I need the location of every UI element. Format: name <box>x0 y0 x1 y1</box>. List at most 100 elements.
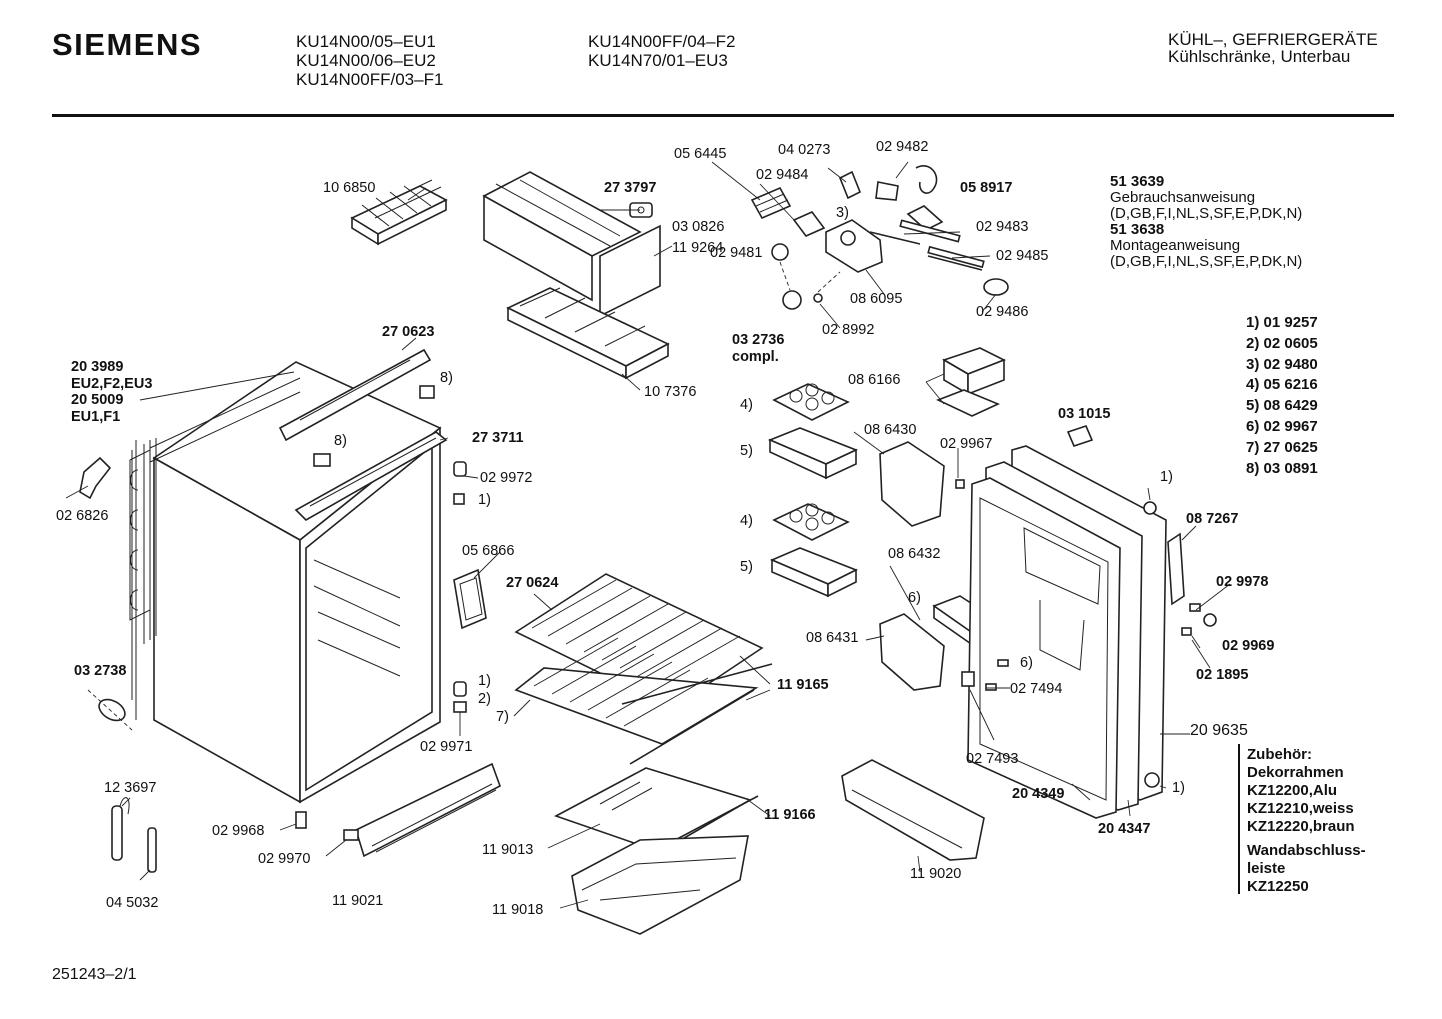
model-number: KU14N00/05–EU1 <box>296 32 436 51</box>
part-label: 08 6430 <box>864 422 917 438</box>
accessory-item: leiste <box>1247 860 1286 877</box>
model-list-2: KU14N00FF/04–F2 KU14N70/01–EU3 <box>588 32 735 70</box>
legend-item: 1) 01 9257 <box>1246 314 1318 331</box>
accessories-title: Zubehör: <box>1247 746 1312 763</box>
legend-item: 2) 02 0605 <box>1246 334 1318 352</box>
part-label: 20 4347 <box>1098 821 1151 837</box>
part-label: 20 5009 <box>71 392 124 409</box>
label-tag <box>1066 425 1094 447</box>
door-small-parts <box>955 479 1217 788</box>
ice-cube-tray <box>350 179 448 246</box>
part-label: 02 9969 <box>1222 638 1275 654</box>
hinge-rail <box>294 431 448 521</box>
legend-item: 3) 02 9480 <box>1246 355 1318 373</box>
doc-languages: (D,GB,F,I,NL,S,SF,E,P,DK,N) <box>1110 205 1303 222</box>
shelf-trim-lower <box>629 689 755 765</box>
part-label: 20 4349 <box>1012 786 1065 802</box>
part-label: 27 3797 <box>604 180 657 196</box>
egg-tray-upper <box>772 383 850 421</box>
side-bracket <box>79 456 112 500</box>
footnote-ref: 5) <box>740 559 753 575</box>
part-label: 08 6095 <box>850 291 903 307</box>
footnote-ref: 1) <box>478 492 491 508</box>
header-rule <box>52 114 1394 117</box>
light-cover <box>453 568 487 630</box>
part-label: 04 5032 <box>106 895 159 911</box>
part-label: 05 6866 <box>462 543 515 559</box>
door-shelf-mid <box>879 613 945 691</box>
butter-lid <box>935 347 1006 417</box>
accessory-item: KZ12220,braun <box>1247 818 1355 835</box>
accessory-item: KZ12250 <box>1247 878 1309 895</box>
brand-logo: SIEMENS <box>52 27 203 62</box>
part-label: 02 9967 <box>940 436 993 452</box>
legend-item: 8) 03 0891 <box>1246 459 1318 477</box>
part-label: 11 9018 <box>492 902 544 918</box>
part-label: compl. <box>732 349 779 365</box>
part-label: 02 9483 <box>976 219 1029 235</box>
footnote-ref: 7) <box>496 709 509 725</box>
part-label: 20 3989 <box>71 359 124 375</box>
footnote-ref: 4) <box>740 397 753 413</box>
model-number: KU14N70/01–EU3 <box>588 51 728 70</box>
part-label: 03 0826 <box>672 219 725 235</box>
part-label: 02 9968 <box>212 823 265 839</box>
footnote-ref: 2) <box>478 691 491 707</box>
part-label: 02 9485 <box>996 248 1049 264</box>
category-block: KÜHL–, GEFRIERGERÄTE Kühlschränke, Unter… <box>1168 30 1378 66</box>
part-label: 03 2738 <box>74 663 127 679</box>
accessory-item: KZ12200,Alu <box>1247 782 1338 799</box>
part-label: 02 9481 <box>710 245 763 261</box>
cabinet-body <box>129 361 442 804</box>
footnote-ref: 6) <box>1020 655 1033 671</box>
footnote-ref: 8) <box>334 433 347 449</box>
part-label: 02 6826 <box>56 508 109 524</box>
footnote-ref: 1) <box>478 673 491 689</box>
part-label: 11 9264 <box>672 240 724 256</box>
legend-item: 7) 27 0625 <box>1246 438 1318 456</box>
part-label: 02 7493 <box>966 751 1019 767</box>
shelf-trim-upper <box>621 663 773 705</box>
drawing-code: 251243–2/1 <box>52 966 137 983</box>
part-label: 05 6445 <box>674 146 727 162</box>
part-label: 02 8992 <box>822 322 875 338</box>
doc-languages: (D,GB,F,I,NL,S,SF,E,P,DK,N) <box>1110 253 1303 270</box>
door-shelf-bottom <box>841 759 985 861</box>
docs-block: 51 3639 Gebrauchsanweisung (D,GB,F,I,NL,… <box>1110 174 1302 270</box>
drip-tray <box>506 287 670 380</box>
part-label: 08 6431 <box>806 630 859 646</box>
footnote-ref: 5) <box>740 443 753 459</box>
category-title: KÜHL–, GEFRIERGERÄTE <box>1168 30 1378 49</box>
egg-tray-lower <box>772 503 850 541</box>
leader-lines <box>65 161 1231 909</box>
part-label: 02 9971 <box>420 739 473 755</box>
part-label: 02 1895 <box>1196 667 1249 683</box>
door-hinge <box>1167 532 1185 606</box>
legend-item: 6) 02 9967 <box>1246 417 1318 435</box>
part-label: 08 6432 <box>888 546 941 562</box>
part-label: 11 9021 <box>332 893 384 909</box>
part-label: 02 9970 <box>258 851 311 867</box>
legend-item: 5) 08 6429 <box>1246 397 1318 415</box>
part-label: 12 3697 <box>104 780 157 796</box>
wire-shelf-lower <box>514 637 759 745</box>
adjustable-foot <box>87 689 133 731</box>
part-label: 11 9165 <box>777 677 829 693</box>
footnote-legend: 1) 01 9257 2) 02 0605 3) 02 9480 4) 05 6… <box>1246 313 1318 479</box>
part-label: 05 8917 <box>960 180 1013 196</box>
footnote-ref: 3) <box>836 205 849 221</box>
part-label: 02 9484 <box>756 167 809 183</box>
part-label: 04 0273 <box>778 142 831 158</box>
part-label: 08 7267 <box>1186 511 1239 527</box>
doc-number: 51 3638 <box>1110 221 1165 238</box>
part-label: 20 9635 <box>1190 722 1248 739</box>
part-label: 02 9486 <box>976 304 1029 320</box>
kick-plate <box>355 762 501 858</box>
sensor-probe <box>111 797 157 873</box>
category-subtitle: Kühlschränke, Unterbau <box>1168 47 1351 66</box>
part-label: 03 1015 <box>1058 406 1111 422</box>
butter-box-lower <box>769 547 858 598</box>
door-assembly <box>967 445 1167 819</box>
part-label: 02 9978 <box>1216 574 1269 590</box>
